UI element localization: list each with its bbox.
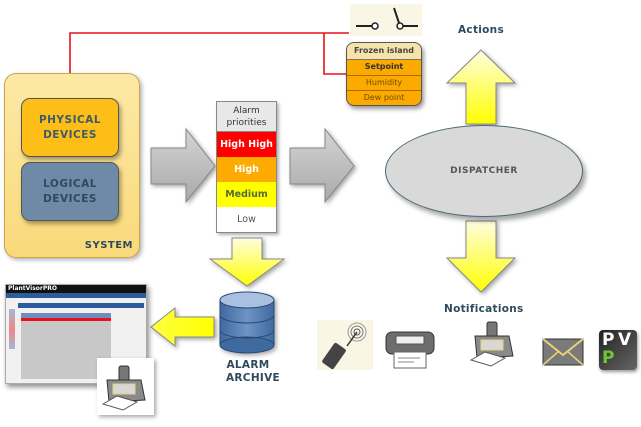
priority-high: High (217, 157, 276, 182)
system-label: SYSTEM (84, 240, 133, 251)
physical-devices-box: PHYSICAL DEVICES (21, 98, 119, 157)
alarm-priorities-title: Alarm priorities (217, 102, 276, 132)
flow-arrow-system-to-priorities (150, 127, 216, 204)
priority-high-high: High High (217, 132, 276, 157)
priority-low: Low (217, 207, 276, 232)
frozen-item-dew-point: Dew point (363, 93, 405, 102)
flow-arrow-priorities-to-dispatcher (289, 127, 355, 204)
system-box: PHYSICAL DEVICES LOGICAL DEVICES SYSTEM (4, 73, 140, 258)
logical-devices-box: LOGICAL DEVICES (21, 162, 119, 221)
frozen-island-panel: Frozen island Setpoint Humidity Dew poin… (346, 42, 422, 106)
alarm-archive-label: ALARM ARCHIVE (226, 359, 281, 385)
alarm-archive-line2: ARCHIVE (226, 372, 281, 384)
email-envelope-icon (541, 335, 587, 369)
switch-icon (350, 4, 422, 36)
feedback-line (69, 32, 349, 78)
notifications-label: Notifications (444, 303, 524, 315)
printer-icon (380, 322, 440, 372)
island-link-line (323, 33, 346, 75)
fax-icon (465, 318, 521, 368)
phone-icon (317, 320, 373, 370)
plantvisor-pro-logo-icon: P V P (599, 330, 637, 370)
alarm-archive-line1: ALARM (226, 359, 270, 371)
fax-print-icon (97, 358, 154, 415)
alarm-priorities-table: Alarm priorities High High High Medium L… (216, 101, 277, 233)
arrow-down-notifications (445, 220, 517, 293)
database-icon (219, 291, 275, 354)
frozen-item-humidity: Humidity (347, 76, 421, 91)
arrow-down-archive (208, 237, 286, 287)
frozen-island-title: Frozen island (347, 43, 421, 60)
priority-medium: Medium (217, 182, 276, 207)
dispatcher-node: DISPATCHER (385, 125, 583, 217)
screenshot-brand: PlantVisorPRO (6, 285, 146, 293)
pvp-logo-p1: P (602, 330, 615, 350)
frozen-item-setpoint: Setpoint (347, 60, 421, 76)
arrow-up-actions (445, 49, 517, 125)
pvp-logo-v: V (618, 330, 632, 350)
arrow-left-to-screenshot (150, 306, 215, 348)
actions-label: Actions (458, 24, 505, 36)
pvp-logo-p2: P (602, 348, 615, 368)
